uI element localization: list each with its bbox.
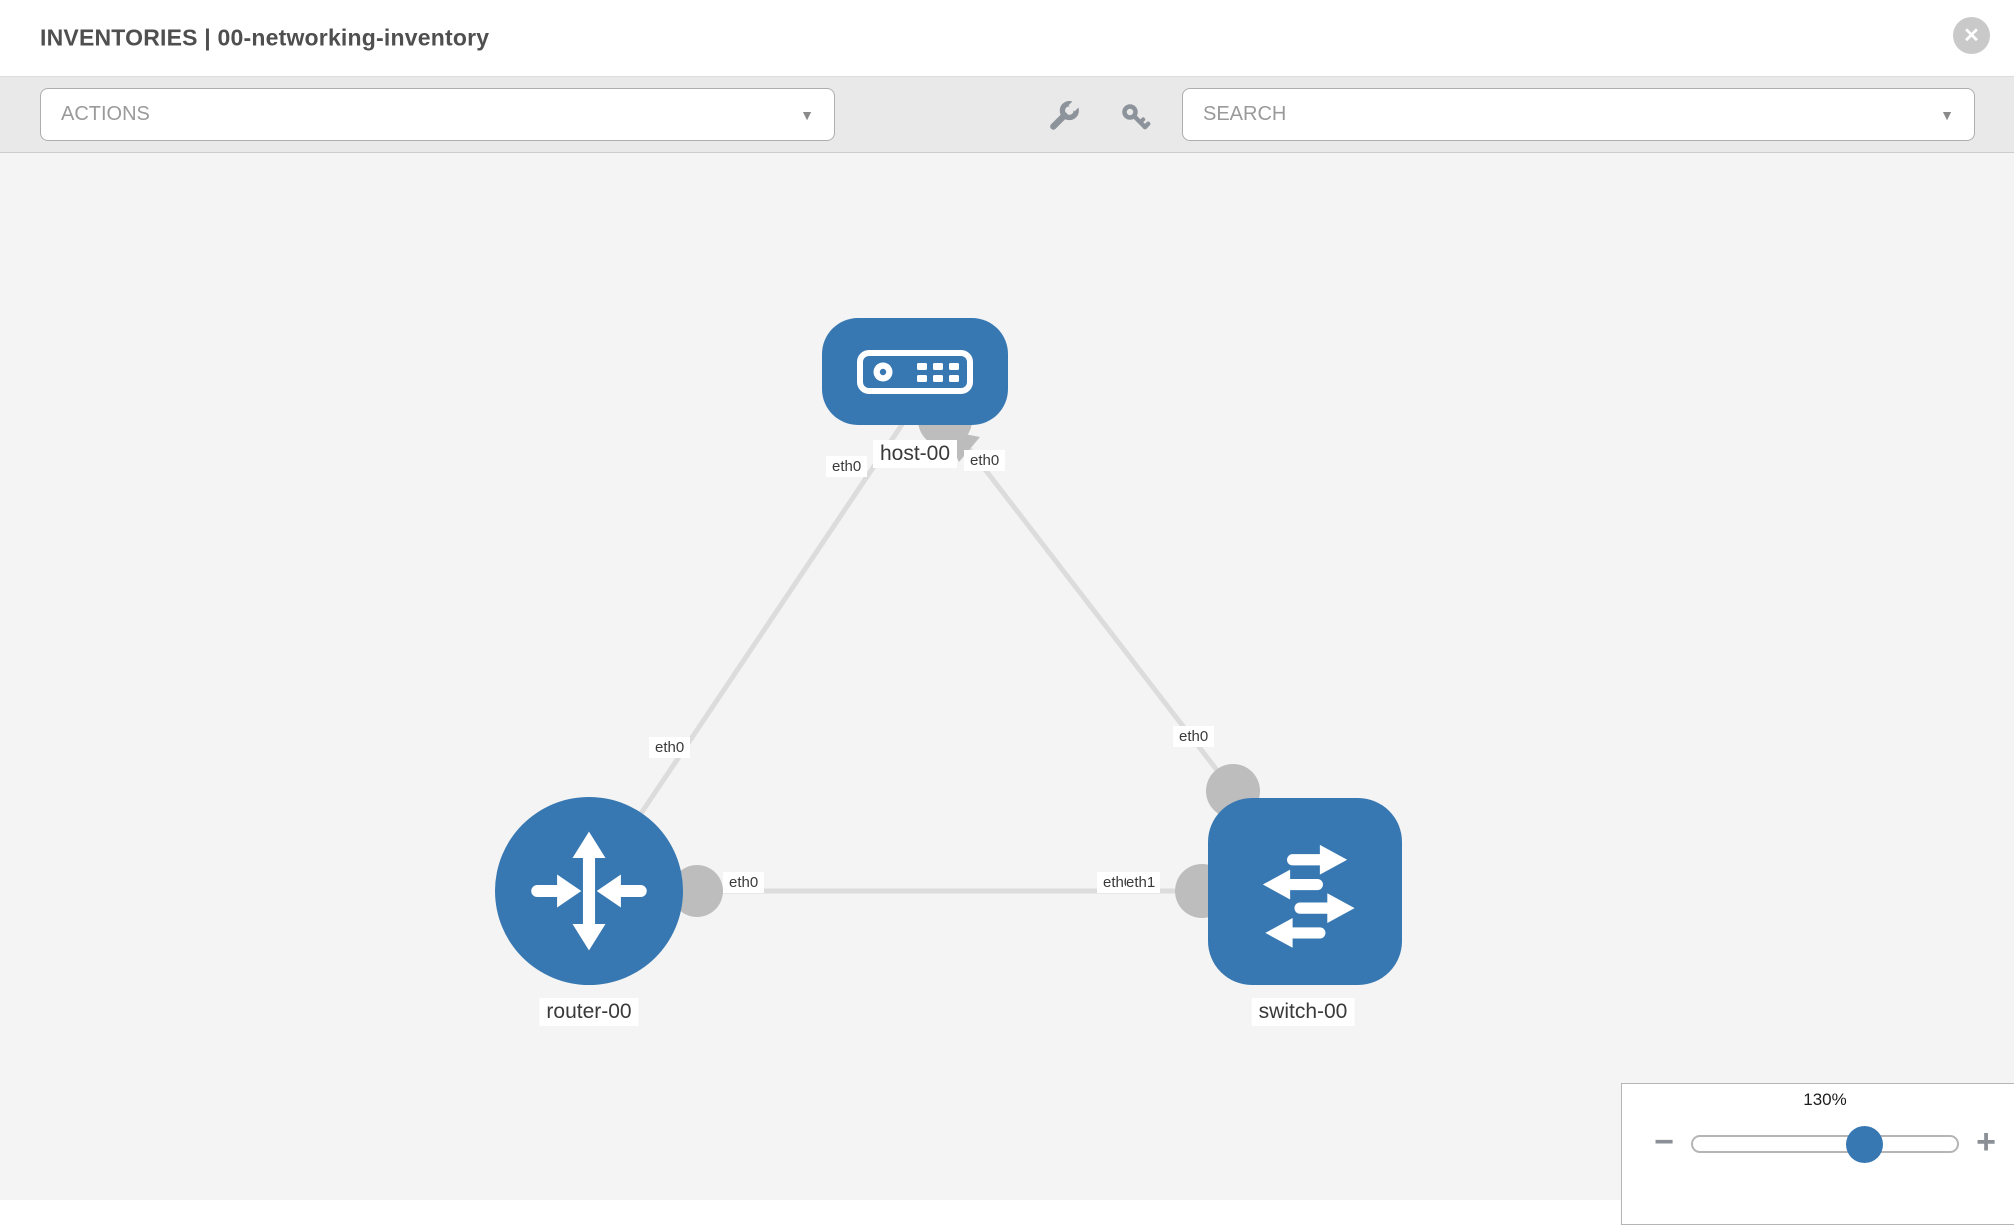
actions-dropdown[interactable]: ACTIONS ▼ xyxy=(40,88,835,141)
actions-dropdown-label: ACTIONS xyxy=(61,103,150,125)
node-switch-00[interactable] xyxy=(1208,798,1402,985)
zoom-out-button[interactable]: − xyxy=(1646,1122,1682,1162)
iface-label-host-to-router: eth0 xyxy=(826,456,868,477)
iface-label-switch-to-host: eth0 xyxy=(1173,726,1215,747)
node-router-00[interactable] xyxy=(495,797,683,985)
configure-button[interactable] xyxy=(1044,98,1084,138)
zoom-slider-track[interactable] xyxy=(1691,1135,1959,1153)
topology-canvas[interactable] xyxy=(0,153,2014,1200)
plus-icon: + xyxy=(1976,1123,1996,1161)
switch-icon xyxy=(1262,844,1355,948)
minus-icon: − xyxy=(1654,1123,1674,1161)
chevron-down-icon: ▼ xyxy=(1940,106,1954,123)
node-label-switch: switch-00 xyxy=(1251,998,1355,1026)
page-title: INVENTORIES | 00-networking-inventory xyxy=(40,24,490,51)
iface-label-router-to-switch: eth0 xyxy=(723,872,765,893)
zoom-panel: 130% − + xyxy=(1621,1083,2014,1225)
iface-label-host-to-switch: eth0 xyxy=(964,450,1006,471)
close-icon: ✕ xyxy=(1963,24,1980,47)
toolbar: ACTIONS ▼ SEARCH ▼ xyxy=(0,77,2014,153)
search-placeholder: SEARCH xyxy=(1203,103,1287,125)
wrench-icon xyxy=(1050,101,1081,130)
iface-label-eth1: eth1 xyxy=(1126,874,1156,891)
node-label-host: host-00 xyxy=(872,440,958,468)
iface-label-overlapped: eth0 xyxy=(1103,874,1126,891)
close-button[interactable]: ✕ xyxy=(1953,17,1990,54)
zoom-in-button[interactable]: + xyxy=(1968,1122,2004,1162)
search-dropdown[interactable]: SEARCH ▼ xyxy=(1182,88,1975,141)
router-icon xyxy=(531,831,647,951)
zoom-level: 130% xyxy=(1803,1090,1847,1109)
node-label-router: router-00 xyxy=(539,998,639,1026)
chevron-down-icon: ▼ xyxy=(800,106,814,123)
zoom-slider-knob[interactable] xyxy=(1846,1126,1883,1163)
iface-label-router-to-host: eth0 xyxy=(649,737,691,758)
credentials-button[interactable] xyxy=(1116,98,1156,138)
node-host-00[interactable] xyxy=(822,318,1008,425)
key-icon xyxy=(1122,104,1151,130)
host-icon xyxy=(857,349,973,394)
header: INVENTORIES | 00-networking-inventory ✕ xyxy=(0,0,2014,77)
iface-label-switch-to-router: eth0eth1 xyxy=(1097,872,1161,893)
